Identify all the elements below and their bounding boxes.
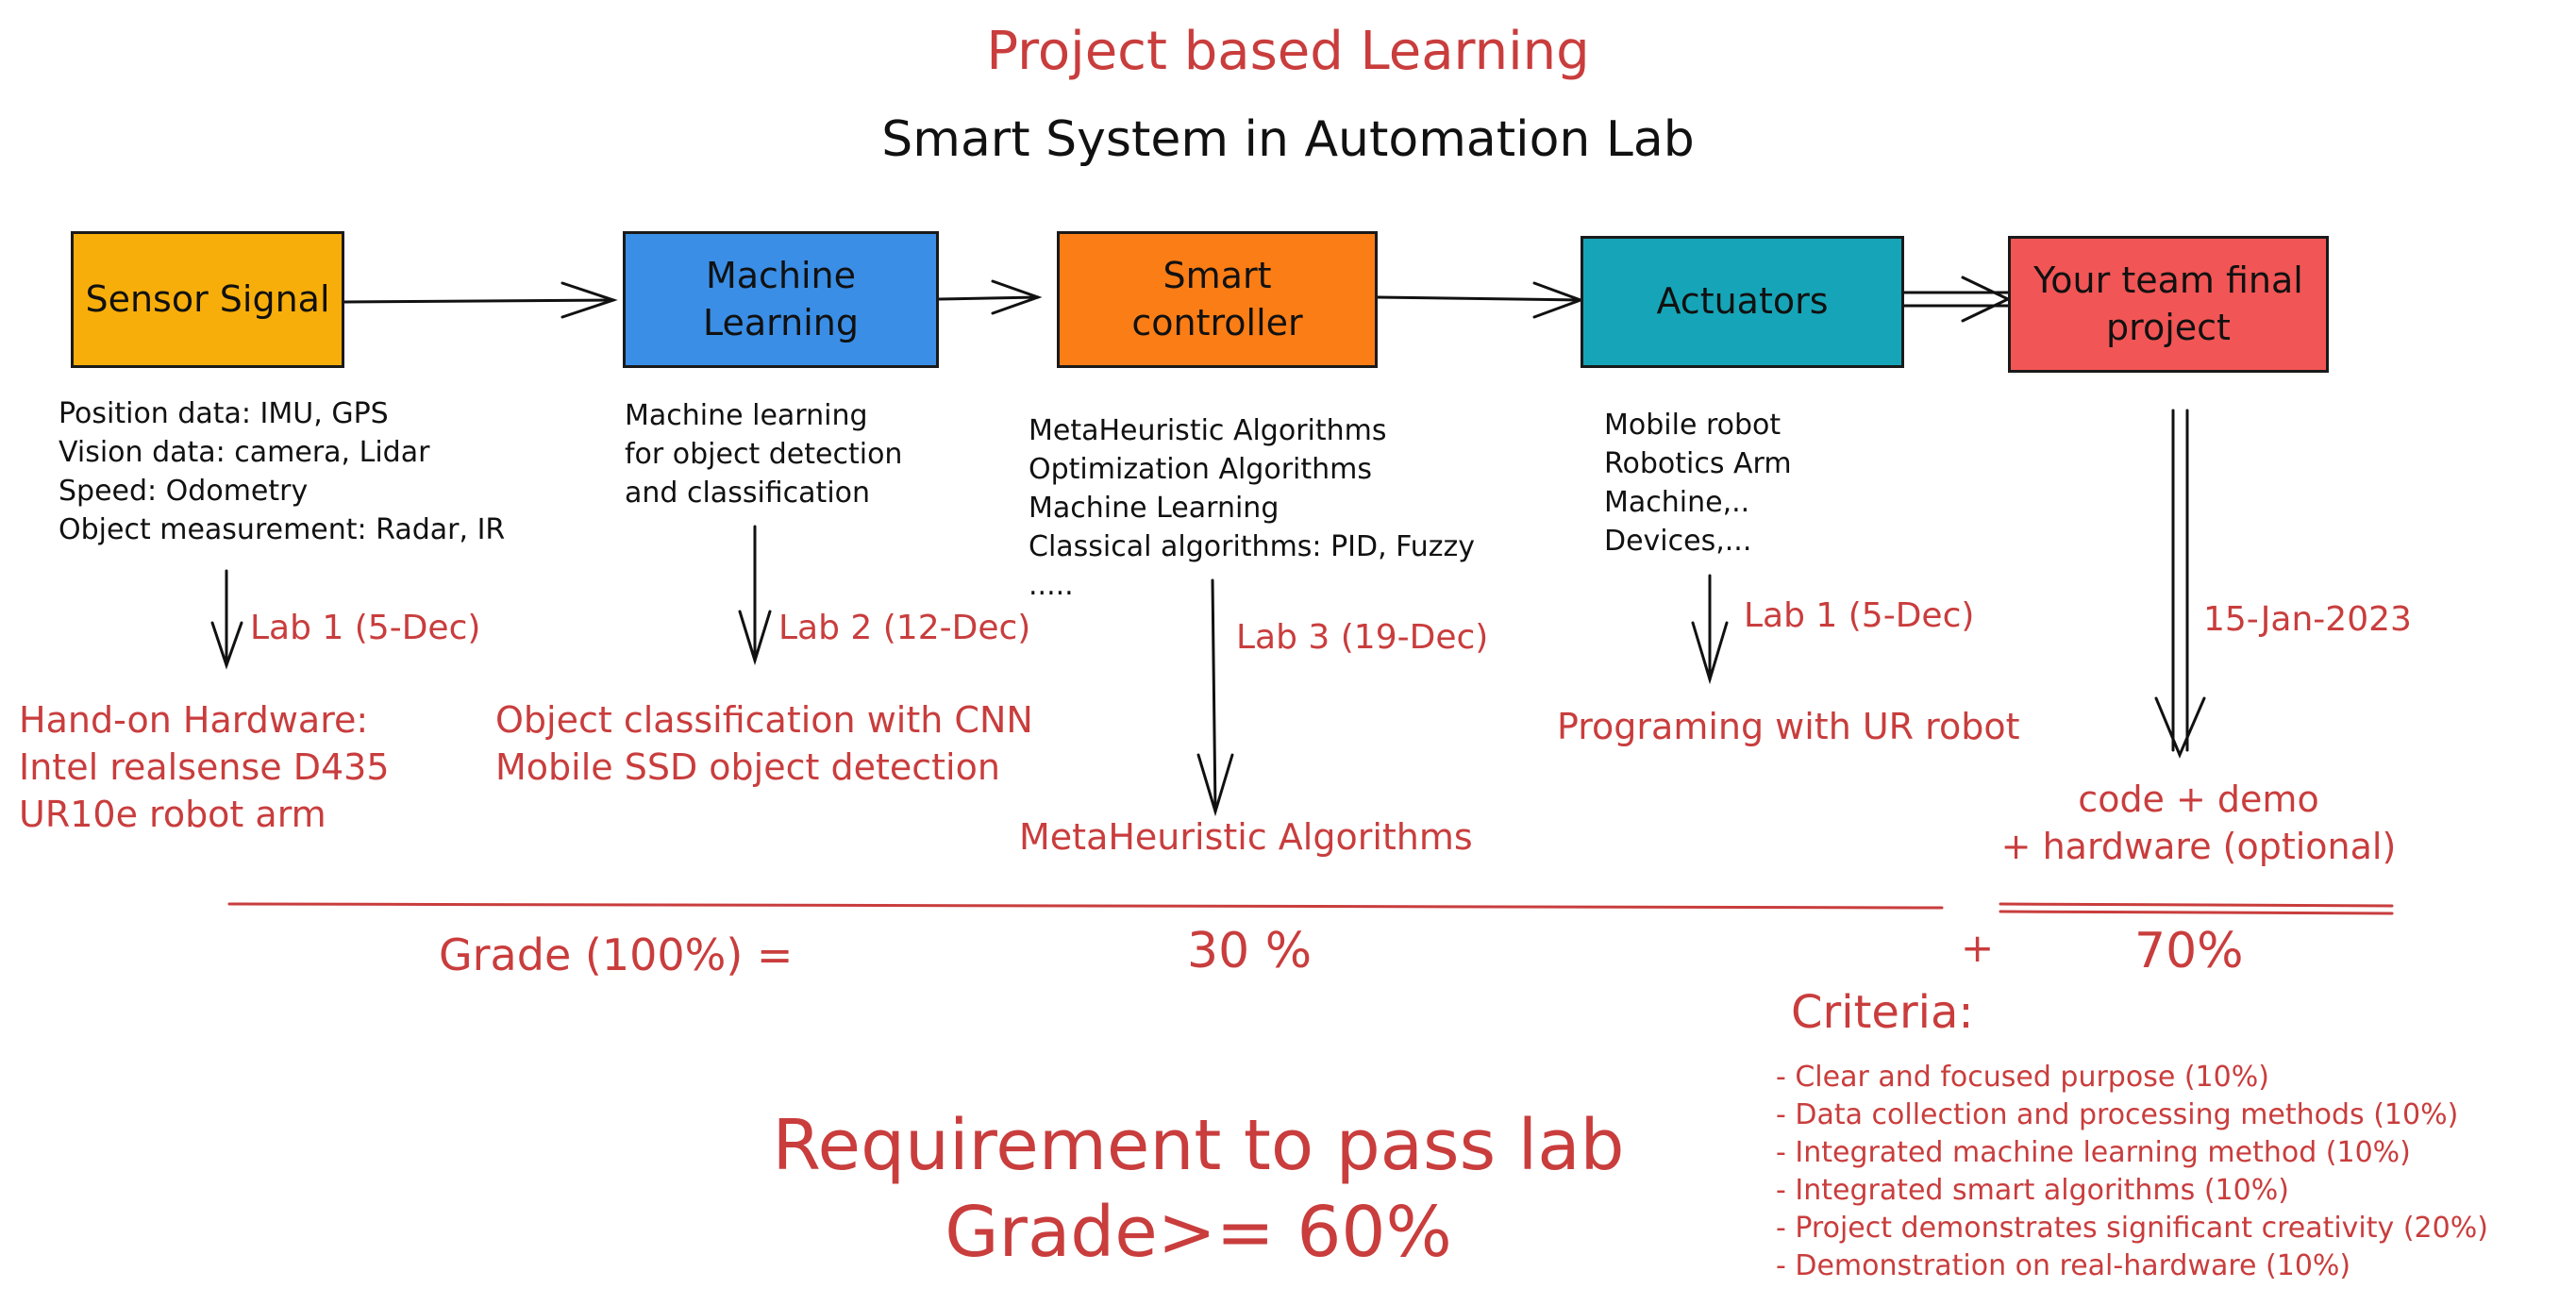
sensor-outcome: Hand-on Hardware: Intel realsense D435 U… bbox=[19, 696, 390, 838]
sensor-lab-label: Lab 1 (5-Dec) bbox=[250, 609, 481, 647]
final-outcome: code + demo + hardware (optional) bbox=[1963, 776, 2434, 870]
list-item: - Clear and focused purpose (10%) bbox=[1776, 1061, 2269, 1094]
ml-label-line2: Learning bbox=[703, 301, 859, 343]
actuators-details: Mobile robot Robotics Arm Machine,.. Dev… bbox=[1604, 406, 1792, 560]
list-item: Mobile SSD object detection bbox=[495, 746, 1000, 788]
ml-outcome: Object classification with CNN Mobile SS… bbox=[495, 696, 1033, 791]
list-item: Position data: IMU, GPS bbox=[59, 397, 389, 430]
criteria-title: Criteria: bbox=[1791, 986, 1974, 1039]
final-date-label: 15-Jan-2023 bbox=[2203, 600, 2412, 639]
list-item: Object classification with CNN bbox=[495, 699, 1033, 741]
list-item: - Integrated machine learning method (10… bbox=[1776, 1136, 2411, 1169]
list-item: - Demonstration on real-hardware (10%) bbox=[1776, 1249, 2351, 1282]
actuators-outcome: Programing with UR robot bbox=[1557, 703, 2019, 750]
list-item: Intel realsense D435 bbox=[19, 746, 390, 788]
list-item: Classical algorithms: PID, Fuzzy bbox=[1029, 530, 1476, 563]
list-item: Mobile robot bbox=[1604, 409, 1781, 442]
criteria-list: - Clear and focused purpose (10%) - Data… bbox=[1776, 1059, 2488, 1285]
list-item: Machine,.. bbox=[1604, 486, 1750, 519]
sensor-details: Position data: IMU, GPS Vision data: cam… bbox=[59, 394, 505, 549]
list-item: Machine learning bbox=[625, 399, 868, 432]
project-share: 70% bbox=[2134, 923, 2244, 979]
list-item: code + demo bbox=[2078, 778, 2319, 820]
controller-label-line2: controller bbox=[1131, 301, 1303, 343]
list-item: Vision data: camera, Lidar bbox=[59, 436, 430, 469]
actuators-box: Actuators bbox=[1581, 236, 1904, 368]
ml-details: Machine learning for object detection an… bbox=[625, 396, 902, 512]
list-item: Robotics Arm bbox=[1604, 447, 1792, 480]
requirement-line2: Grade>= 60% bbox=[945, 1192, 1452, 1273]
page-title: Project based Learning bbox=[986, 21, 1590, 82]
controller-outcome: MetaHeuristic Algorithms bbox=[1019, 813, 1473, 861]
actuators-label: Actuators bbox=[1656, 280, 1829, 323]
grade-plus: + bbox=[1961, 925, 1995, 971]
arrow-controller-lab bbox=[1211, 578, 1217, 813]
labs-divider-line bbox=[227, 902, 1944, 910]
list-item: Optimization Algorithms bbox=[1029, 453, 1372, 486]
requirement-line1: Requirement to pass lab bbox=[772, 1105, 1625, 1186]
sensor-signal-label: Sensor Signal bbox=[85, 277, 330, 320]
list-item: - Data collection and processing methods… bbox=[1776, 1098, 2459, 1131]
grade-label: Grade (100%) = bbox=[439, 929, 794, 980]
page-subtitle: Smart System in Automation Lab bbox=[881, 111, 1695, 168]
final-label-line1: Your team final bbox=[2033, 259, 2303, 302]
list-item: Programing with UR robot bbox=[1557, 706, 2020, 747]
controller-lab-label: Lab 3 (19-Dec) bbox=[1236, 618, 1489, 657]
list-item: + hardware (optional) bbox=[2000, 826, 2397, 867]
ml-label-line1: Machine bbox=[705, 255, 857, 297]
arrow-ml-to-controller bbox=[937, 295, 1040, 301]
list-item: and classification bbox=[625, 477, 871, 510]
list-item: for object detection bbox=[625, 438, 903, 471]
list-item: Object measurement: Radar, IR bbox=[59, 513, 506, 546]
arrow-controller-to-actuators bbox=[1376, 295, 1582, 302]
list-item: MetaHeuristic Algorithms bbox=[1019, 816, 1473, 858]
list-item: Hand-on Hardware: bbox=[19, 699, 369, 741]
list-item: UR10e robot arm bbox=[19, 794, 326, 835]
list-item: MetaHeuristic Algorithms bbox=[1029, 414, 1387, 447]
list-item: Machine Learning bbox=[1029, 492, 1280, 525]
list-item: Devices,... bbox=[1604, 525, 1752, 558]
controller-details: MetaHeuristic Algorithms Optimization Al… bbox=[1029, 411, 1475, 605]
machine-learning-box: Machine Learning bbox=[623, 231, 939, 368]
final-project-box: Your team final project bbox=[2008, 236, 2329, 373]
controller-label-line1: Smart bbox=[1163, 255, 1272, 297]
list-item: Speed: Odometry bbox=[59, 475, 309, 508]
smart-controller-box: Smart controller bbox=[1057, 231, 1378, 368]
list-item: ..... bbox=[1029, 569, 1074, 602]
ml-lab-label: Lab 2 (12-Dec) bbox=[778, 609, 1031, 647]
labs-share: 30 % bbox=[1187, 923, 1313, 979]
sensor-signal-box: Sensor Signal bbox=[71, 231, 344, 368]
requirement-text: Requirement to pass lab Grade>= 60% bbox=[604, 1102, 1793, 1276]
list-item: - Integrated smart algorithms (10%) bbox=[1776, 1174, 2289, 1207]
project-divider-line bbox=[1999, 902, 2394, 908]
list-item: - Project demonstrates significant creat… bbox=[1776, 1212, 2488, 1245]
arrow-sensor-to-ml bbox=[343, 298, 615, 304]
final-label-line2: project bbox=[2106, 306, 2231, 348]
actuators-lab-label: Lab 1 (5-Dec) bbox=[1744, 596, 1975, 635]
